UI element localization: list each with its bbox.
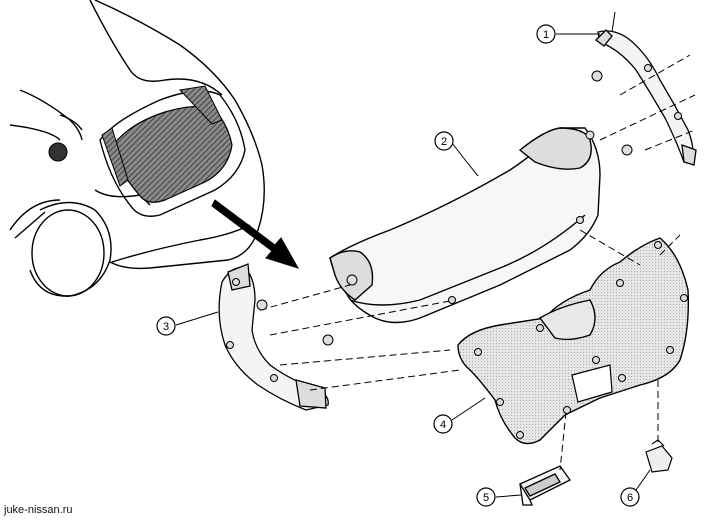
callout-4: 4	[433, 414, 453, 434]
callout-6-label: 6	[627, 492, 633, 504]
callout-6: 6	[620, 487, 640, 507]
callout-3: 3	[156, 316, 176, 336]
callout-5: 5	[476, 487, 496, 507]
direction-arrow	[211, 199, 300, 269]
callout-1-label: 1	[543, 29, 549, 41]
part-1-side-finisher	[595, 29, 697, 166]
part-3-side-finisher	[218, 263, 329, 411]
callout-4-label: 4	[440, 419, 446, 431]
callout-5-label: 5	[483, 492, 489, 504]
part-6-clip	[645, 439, 673, 473]
callout-1: 1	[536, 24, 556, 44]
car-trim-top	[178, 85, 223, 125]
callout-2: 2	[434, 131, 454, 151]
callout-leaders	[175, 33, 651, 498]
car-trim-panel-hatched	[109, 105, 233, 203]
car-emblem	[48, 142, 68, 162]
watermark-text: juke-nissan.ru	[4, 504, 73, 516]
callout-3-label: 3	[163, 321, 169, 333]
fastener-screws	[226, 64, 688, 439]
callout-2-label: 2	[441, 136, 447, 148]
car-trim-side	[101, 127, 129, 187]
part-1-clip-stem	[611, 11, 616, 33]
part-4-back-door-trim	[457, 237, 689, 445]
part-5-pull-handle	[519, 465, 571, 506]
alignment-lines	[259, 54, 696, 471]
part-2-upper-trim-panel	[329, 127, 601, 324]
